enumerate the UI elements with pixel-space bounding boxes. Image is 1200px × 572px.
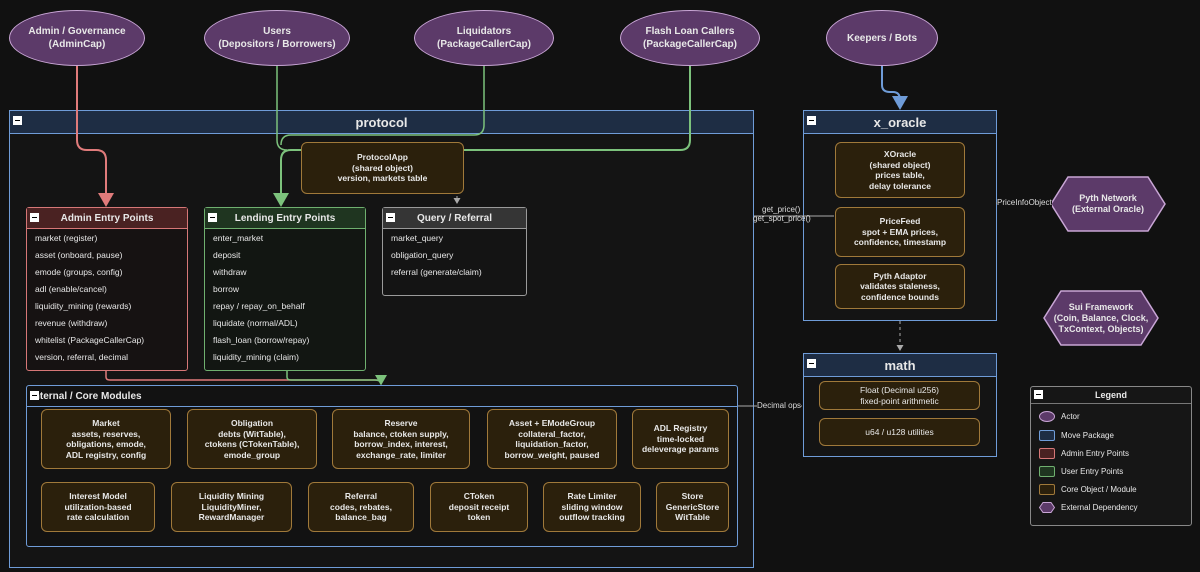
package-math-header: math [804, 354, 996, 377]
actor-flash-loan-callers[interactable]: Flash Loan Callers(PackageCallerCap) [620, 10, 760, 66]
legend-item-admin: Admin Entry Points [1039, 446, 1129, 460]
module-asset-emodegroup[interactable]: Asset + EModeGroup collateral_factor, li… [487, 409, 617, 469]
actor-users[interactable]: Users(Depositors / Borrowers) [204, 10, 350, 66]
object-xoracle[interactable]: XOracle (shared object) prices table, de… [835, 142, 965, 198]
collapse-icon[interactable] [30, 391, 39, 400]
admin-item: version, referral, decimal [35, 352, 129, 362]
lending-item: enter_market [213, 233, 264, 243]
legend-swatch-core [1039, 483, 1055, 495]
admin-item: whitelist (PackageCallerCap) [35, 335, 145, 345]
lending-item: withdraw [213, 267, 247, 277]
module-liquidity-mining[interactable]: Liquidity Mining LiquidityMiner, RewardM… [171, 482, 292, 532]
protocol-app-object[interactable]: ProtocolApp (shared object) version, mar… [301, 142, 464, 194]
legend-item-core: Core Object / Module [1039, 482, 1137, 496]
lending-item: borrow [213, 284, 239, 294]
object-float[interactable]: Float (Decimal u256) fixed-point arithme… [819, 381, 980, 410]
lending-item: deposit [213, 250, 241, 260]
lending-item: repay / repay_on_behalf [213, 301, 305, 311]
lending-entry-header: Lending Entry Points [205, 208, 365, 229]
admin-item: market (register) [35, 233, 98, 243]
query-referral-header: Query / Referral [383, 208, 526, 229]
package-protocol-header: protocol [10, 111, 753, 134]
object-pricefeed[interactable]: PriceFeed spot + EMA prices, confidence,… [835, 207, 965, 257]
label-decimal-ops: Decimal ops [757, 401, 802, 410]
object-pyth-adaptor[interactable]: Pyth Adaptor validates staleness, confid… [835, 264, 965, 309]
module-store[interactable]: Store GenericStore WitTable [656, 482, 729, 532]
collapse-icon[interactable] [208, 213, 217, 222]
collapse-icon[interactable] [386, 213, 395, 222]
legend-item-user: User Entry Points [1039, 464, 1123, 478]
legend-swatch-user [1039, 465, 1055, 477]
legend-swatch-external [1039, 501, 1055, 513]
module-reserve[interactable]: Reserve balance, ctoken supply, borrow_i… [332, 409, 470, 469]
legend-item-external: External Dependency [1039, 500, 1138, 514]
legend-header: Legend [1031, 387, 1191, 404]
legend-item-actor: Actor [1039, 409, 1080, 423]
label-get-price: get_price() [762, 205, 801, 214]
legend: Legend Actor Move Package Admin Entry Po… [1030, 386, 1192, 526]
admin-entry-points[interactable]: Admin Entry Points market (register) ass… [26, 207, 188, 371]
object-u64-u128[interactable]: u64 / u128 utilities [819, 418, 980, 446]
query-item: referral (generate/claim) [391, 267, 482, 277]
lending-item: flash_loan (borrow/repay) [213, 335, 310, 345]
module-obligation[interactable]: Obligation debts (WitTable), ctokens (CT… [187, 409, 317, 469]
admin-item: liquidity_mining (rewards) [35, 301, 132, 311]
module-adl-registry[interactable]: ADL Registry time-locked deleverage para… [632, 409, 729, 469]
module-referral[interactable]: Referral codes, rebates, balance_bag [308, 482, 414, 532]
actor-keepers-bots[interactable]: Keepers / Bots [826, 10, 938, 66]
lending-item: liquidity_mining (claim) [213, 352, 299, 362]
module-market[interactable]: Market assets, reserves, obligations, em… [41, 409, 171, 469]
admin-entry-header: Admin Entry Points [27, 208, 187, 229]
lending-entry-points[interactable]: Lending Entry Points enter_market deposi… [204, 207, 366, 371]
collapse-icon[interactable] [807, 359, 816, 368]
edge-keepers-oracle [881, 64, 908, 110]
module-interest-model[interactable]: Interest Model utilization-based rate ca… [41, 482, 155, 532]
module-rate-limiter[interactable]: Rate Limiter sliding window outflow trac… [543, 482, 641, 532]
admin-item: emode (groups, config) [35, 267, 123, 277]
label-price-info-object: PriceInfoObject [997, 198, 1052, 207]
label-get-spot-price: get_spot_price() [753, 214, 811, 223]
legend-swatch-admin [1039, 447, 1055, 459]
actor-admin-governance[interactable]: Admin / Governance(AdminCap) [9, 10, 145, 66]
query-referral[interactable]: Query / Referral market_query obligation… [382, 207, 527, 296]
legend-swatch-package [1039, 429, 1055, 441]
hexagon-shape [1043, 290, 1159, 346]
actor-liquidators[interactable]: Liquidators(PackageCallerCap) [414, 10, 554, 66]
collapse-icon[interactable] [807, 116, 816, 125]
collapse-icon[interactable] [30, 213, 39, 222]
legend-item-package: Move Package [1039, 428, 1114, 442]
package-x-oracle-header: x_oracle [804, 111, 996, 134]
query-item: market_query [391, 233, 443, 243]
core-modules-header: Internal / Core Modules [27, 386, 737, 407]
collapse-icon[interactable] [1034, 390, 1043, 399]
admin-item: adl (enable/cancel) [35, 284, 107, 294]
external-sui-framework[interactable]: Sui Framework(Coin, Balance, Clock,TxCon… [1043, 290, 1159, 346]
external-pyth-network[interactable]: Pyth Network(External Oracle) [1050, 176, 1166, 232]
lending-item: liquidate (normal/ADL) [213, 318, 298, 328]
query-item: obligation_query [391, 250, 454, 260]
admin-item: revenue (withdraw) [35, 318, 108, 328]
legend-swatch-actor [1039, 410, 1055, 422]
admin-item: asset (onboard, pause) [35, 250, 123, 260]
collapse-icon[interactable] [13, 116, 22, 125]
module-ctoken[interactable]: CToken deposit receipt token [430, 482, 528, 532]
